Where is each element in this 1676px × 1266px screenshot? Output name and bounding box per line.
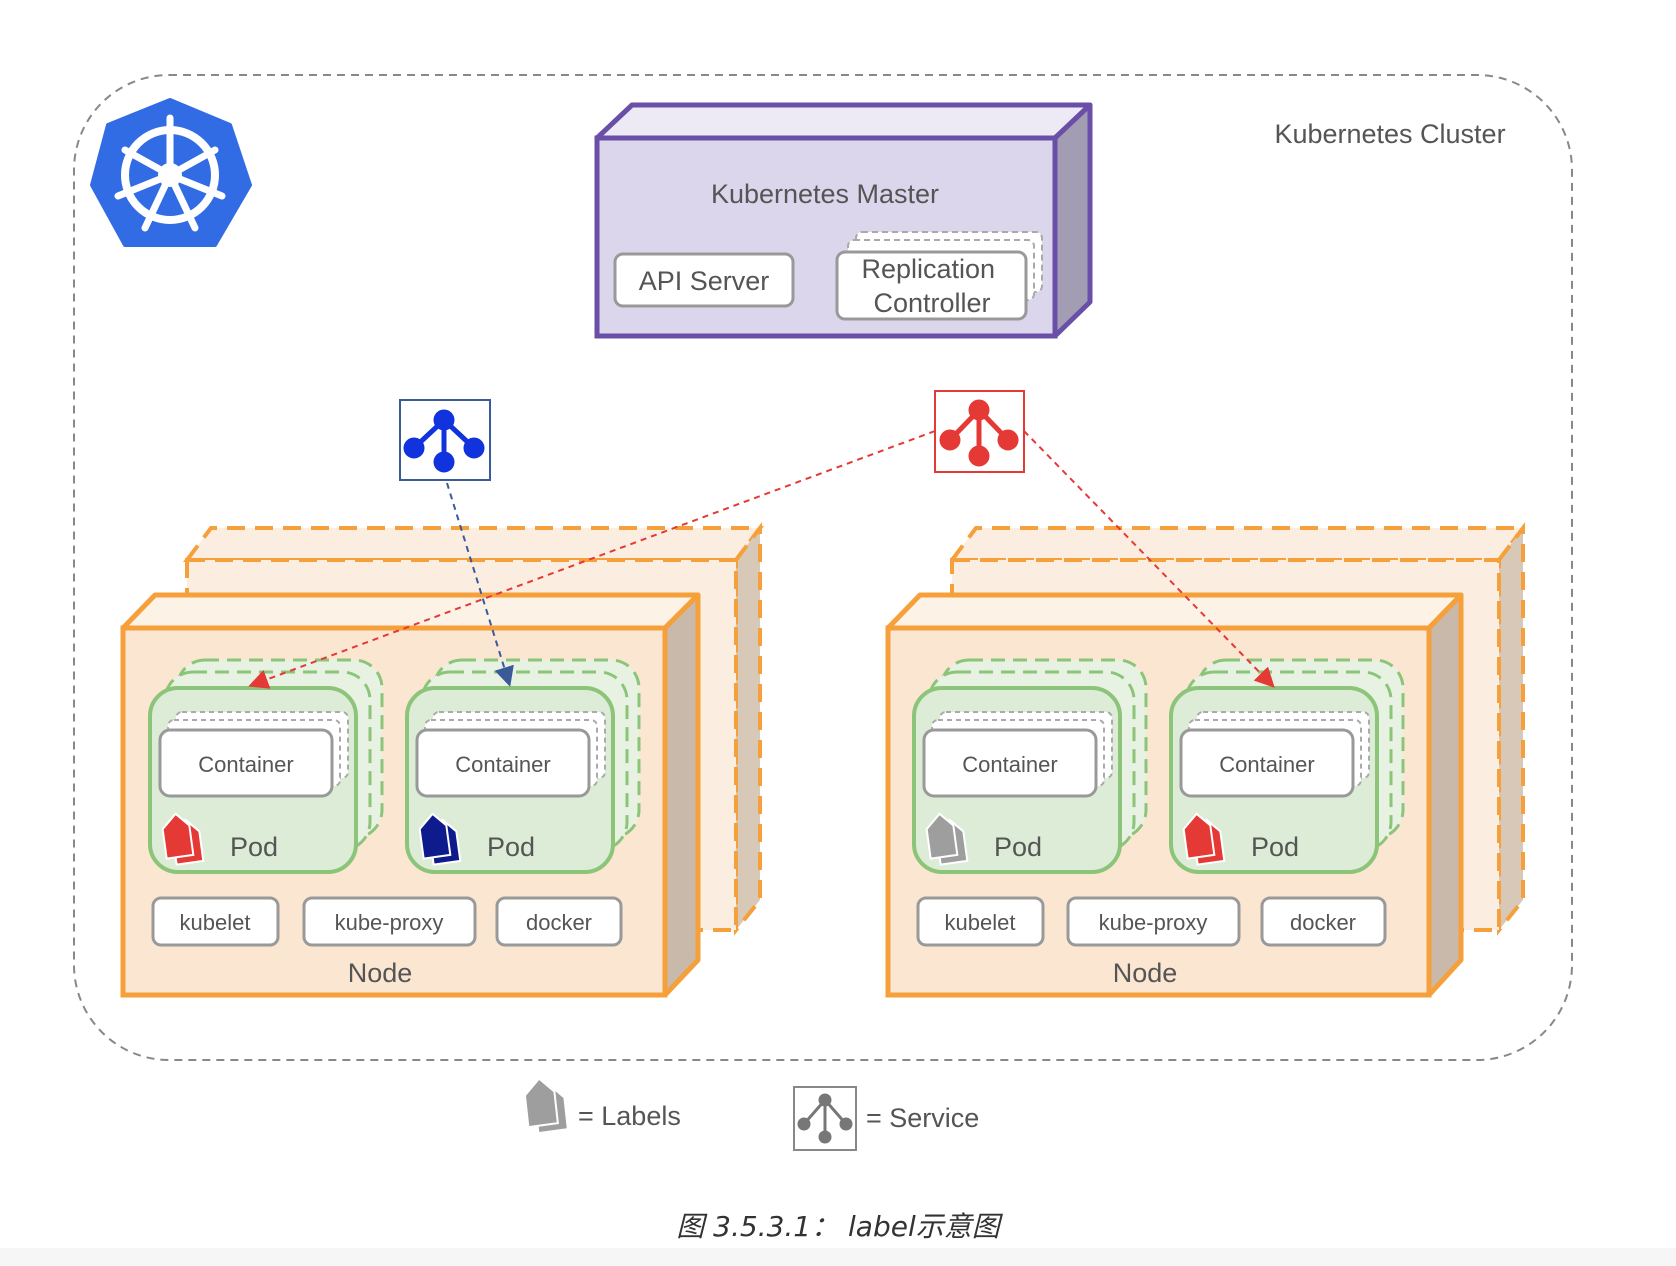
pod-label: Pod [230,832,278,862]
docker-label: docker [526,910,592,935]
connector-blue-service-to-pod [446,482,514,687]
node-right: Container Pod Container Pod kubelet [885,522,1527,998]
legend-labels-text: = Labels [578,1101,681,1131]
pod-left-1[interactable]: Container Pod [148,658,384,876]
pod-label: Pod [487,832,535,862]
pod-left-2[interactable]: Container Pod [405,658,641,876]
legend-labels-icon [523,1077,569,1135]
replication-controller-box [835,250,1028,321]
docker-box [495,896,623,947]
docker-box [1260,896,1387,947]
figure-caption: 图 3.5.3.1： label示意图 [676,1210,1000,1243]
node-label: Node [348,958,413,988]
label-tag-icon [925,812,969,866]
footer-band [0,1248,1676,1266]
legend: = Labels = Service [523,1077,979,1151]
cluster-label: Kubernetes Cluster [1274,119,1505,149]
container-box [1179,728,1355,798]
container-box [922,728,1098,798]
kubernetes-logo-icon [90,98,252,247]
kubelet-box [916,896,1045,947]
label-tag-icon [418,812,462,866]
cluster-boundary [73,74,1573,1061]
pod-right-2[interactable]: Container Pod [1169,658,1405,876]
master-label: Kubernetes Master [711,179,939,209]
legend-service-icon [793,1086,857,1151]
kube-proxy-label: kube-proxy [1099,910,1208,935]
api-server-box [613,252,795,308]
connector-red-service-to-right-pod [1023,430,1275,688]
pod-label: Pod [1251,832,1299,862]
node-label: Node [1113,958,1178,988]
replication-controller-label: Replication Controller [861,254,1002,318]
api-server-label: API Server [639,266,770,296]
label-tag-icon [1182,812,1226,866]
connector-red-service-to-left-pod [248,430,936,689]
pod-right-1[interactable]: Container Pod [912,658,1148,876]
node-left: Container Pod Container Pod kubelet [120,522,764,998]
label-tag-icon [161,812,205,866]
service-red-icon[interactable] [934,390,1025,473]
legend-service-text: = Service [866,1103,979,1133]
container-label: Container [962,752,1057,777]
kubelet-label: kubelet [945,910,1016,935]
pod-label: Pod [994,832,1042,862]
container-box [158,728,334,798]
service-blue-icon[interactable] [399,399,491,481]
container-label: Container [1219,752,1314,777]
kube-proxy-box [302,896,477,947]
kubelet-box [151,896,280,947]
kubernetes-master: Kubernetes Master API Server Replication… [594,102,1093,339]
docker-label: docker [1290,910,1356,935]
container-box [415,728,591,798]
kubelet-label: kubelet [180,910,251,935]
container-label: Container [455,752,550,777]
container-label: Container [198,752,293,777]
kube-proxy-label: kube-proxy [335,910,444,935]
kube-proxy-box [1066,896,1241,947]
